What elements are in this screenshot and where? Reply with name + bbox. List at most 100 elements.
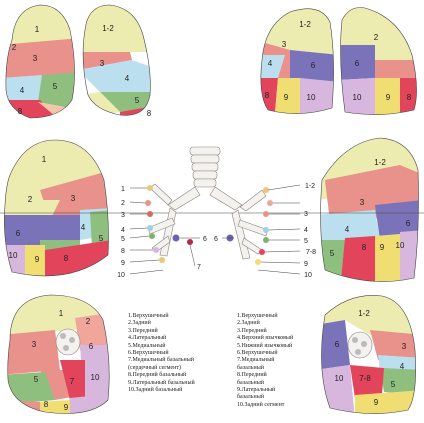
label-rl-med-2: 2 (86, 317, 91, 326)
legend-item: 6.Верхушечный (128, 350, 169, 357)
label-rl-med-5: 5 (34, 375, 39, 384)
label-rl-lat-3: 3 (71, 194, 76, 203)
br-right-12: 1-2 (305, 183, 315, 190)
br-right-6: 6 (214, 236, 218, 243)
label-ll-lat-9: 9 (380, 243, 385, 252)
legend-item: базальный (237, 394, 264, 401)
left-lung-posterior (340, 7, 417, 115)
label-rl-back-3: 3 (282, 40, 287, 49)
label-ll-front-3: 3 (100, 59, 105, 68)
br-right-4: 4 (304, 227, 308, 234)
br-right-10: 10 (304, 272, 312, 279)
legend-item: 6.Верхушечный (237, 350, 278, 357)
label-ll-front-12: 1-2 (102, 24, 114, 33)
legend-item: 5.Медиальный (128, 342, 166, 349)
br-right-3: 3 (304, 211, 308, 218)
label-rl-back-6: 6 (311, 61, 316, 70)
legend-item: 10.Задний базальный (128, 387, 183, 394)
label-ll-lat-5: 5 (330, 249, 335, 258)
bronchus-leader-lines (129, 184, 301, 275)
br-center-6: 6 (203, 236, 207, 243)
bronchial-tree (147, 146, 269, 260)
label-rl-lat-8: 8 (64, 254, 69, 263)
label-ll-med-4: 4 (400, 362, 405, 371)
br-right-9: 9 (304, 261, 308, 268)
legend-item: 3.Передний (237, 327, 267, 334)
legend-item: 1.Верхушечный (128, 313, 169, 319)
br-left-10: 10 (117, 272, 125, 279)
right-lung-lateral (4, 139, 109, 277)
label-rl-front-5: 5 (53, 82, 58, 91)
bronchus-markers (145, 185, 273, 265)
legend-item: 1.Верхушечный (237, 313, 278, 319)
br-center-7: 7 (197, 264, 201, 271)
label-ll-med-3: 3 (402, 342, 407, 351)
label-rl-lat-5: 5 (99, 234, 104, 243)
legend-item: 4.Латеральный (128, 335, 167, 342)
legend-item: 2.Задний (237, 320, 260, 327)
label-ll-back-6: 6 (355, 59, 360, 68)
label-ll-med-5: 5 (391, 380, 396, 389)
label-rl-back-12: 1-2 (299, 20, 311, 29)
legend-item: 10.Задний сегмент (237, 401, 285, 408)
br-left-1: 1 (121, 186, 125, 193)
label-rl-med-10: 10 (91, 373, 100, 382)
label-rl-lat-2: 2 (28, 195, 33, 204)
label-rl-lat-1: 1 (42, 155, 47, 164)
label-rl-lat-4: 4 (81, 223, 86, 232)
label-ll-med-6: 6 (335, 340, 340, 349)
legend-item: базальный (237, 379, 264, 386)
label-ll-lat-8: 8 (362, 243, 367, 252)
label-ll-med-12: 1-2 (358, 309, 370, 318)
label-ll-med-78: 7-8 (359, 374, 371, 383)
label-ll-back-8: 8 (407, 93, 412, 102)
legend-item: 7.Медиальный базальный (128, 357, 194, 364)
label-ll-back-10: 10 (353, 93, 362, 102)
label-rl-back-9: 9 (284, 93, 289, 102)
label-rl-back-4: 4 (268, 59, 273, 68)
right-lung-anterior (5, 4, 75, 119)
label-ll-lat-3: 3 (360, 198, 365, 207)
label-rl-med-7: 7 (70, 377, 75, 386)
label-rl-med-1: 1 (59, 309, 64, 318)
label-rl-back-10: 10 (307, 93, 316, 102)
label-ll-front-4: 4 (125, 74, 130, 83)
br-right-5: 5 (304, 238, 308, 245)
br-left-4: 4 (121, 227, 125, 234)
label-rl-front-4: 4 (20, 86, 25, 95)
legend-item: 5.Нижний язычковый (237, 342, 293, 349)
label-rl-lat-9: 9 (35, 255, 40, 264)
legend-item: 8.Передний базальный (128, 372, 187, 379)
label-ll-back-2: 2 (374, 33, 379, 42)
label-ll-front-5: 5 (135, 96, 140, 105)
legend-item: 9.Латеральный (237, 387, 276, 394)
label-rl-front-3: 3 (33, 54, 38, 63)
label-ll-lat-10: 10 (396, 241, 405, 250)
label-rl-front-1: 1 (35, 25, 40, 34)
label-rl-med-6: 6 (89, 342, 94, 351)
bronchus-labels: 1 2 3 4 5 8 9 10 6 7 1-2 3 4 5 7-8 9 10 … (117, 183, 316, 279)
legend-item: 7.Медиальный (237, 357, 275, 364)
right-lung-medial (7, 294, 110, 414)
left-lung-medial (321, 295, 416, 414)
br-left-3: 3 (121, 212, 125, 219)
legend-item: 8.Передний (237, 372, 267, 379)
br-left-5: 5 (121, 236, 125, 243)
label-rl-med-8: 8 (44, 400, 49, 409)
label-rl-lat-6: 6 (16, 229, 21, 238)
br-right-78: 7-8 (306, 249, 316, 256)
label-rl-med-9: 9 (64, 403, 69, 412)
legend-item: (сердечный сегмент) (128, 364, 181, 371)
label-rl-back-8: 8 (265, 91, 270, 100)
label-ll-lat-6: 6 (406, 219, 411, 228)
legend-item: 4.Верхний язычковый (237, 335, 294, 342)
br-left-9: 9 (121, 260, 125, 267)
legend-item: базальный (237, 364, 264, 371)
label-ll-med-10: 10 (335, 374, 344, 383)
label-ll-back-9: 9 (386, 93, 391, 102)
label-rl-front-8: 8 (18, 107, 23, 116)
left-lung-anterior (82, 4, 151, 116)
label-rl-lat-10: 10 (9, 251, 18, 260)
label-ll-front-8: 8 (147, 109, 152, 118)
br-left-2: 2 (121, 200, 125, 207)
